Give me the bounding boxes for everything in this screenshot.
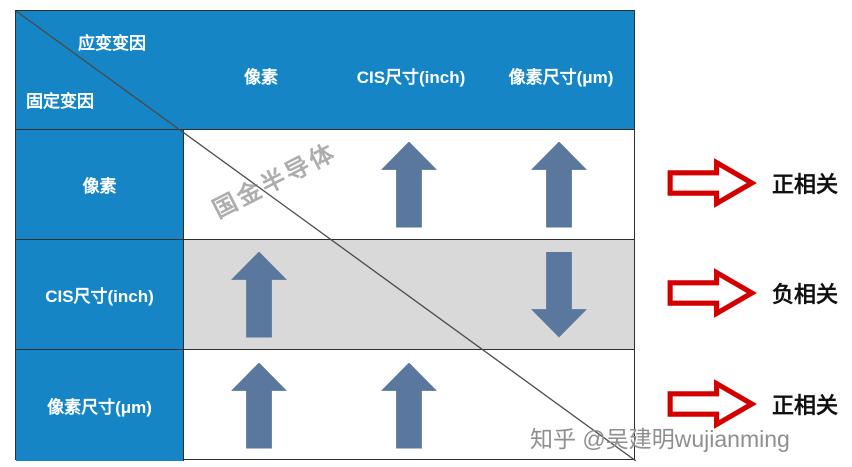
up-arrow-icon bbox=[531, 141, 587, 228]
author-credit-text: 知乎 @吴建明wujianming bbox=[530, 426, 790, 452]
up-arrow-icon bbox=[231, 251, 287, 338]
up-arrow-icon bbox=[381, 362, 437, 449]
right-arrow-icon bbox=[667, 268, 757, 318]
up-arrow-icon bbox=[381, 141, 437, 228]
matrix-cell bbox=[334, 350, 484, 461]
down-arrow-icon bbox=[531, 251, 587, 338]
legend-label: 负相关 bbox=[772, 282, 839, 307]
matrix-cell bbox=[184, 350, 334, 461]
matrix-cell bbox=[184, 240, 334, 349]
legend-label: 正相关 bbox=[772, 172, 839, 197]
table-header-row: 应变变因 固定变因 像素 CIS尺寸(inch) 像素尺寸(μm) bbox=[16, 11, 634, 129]
row-header-pixel-size: 像素尺寸(μm) bbox=[16, 350, 184, 461]
row-header-pixel: 像素 bbox=[16, 130, 184, 239]
legend-item-negative: 负相关 bbox=[663, 267, 838, 319]
right-arrow-icon bbox=[667, 379, 757, 429]
matrix-cell bbox=[484, 240, 634, 349]
up-arrow-icon bbox=[231, 362, 287, 449]
right-arrow-icon bbox=[667, 158, 757, 208]
corner-dependent-variable-label: 应变变因 bbox=[78, 34, 146, 53]
legend-item-positive-1: 正相关 bbox=[663, 157, 838, 209]
matrix-cell bbox=[334, 240, 484, 349]
matrix-band bbox=[184, 240, 634, 349]
column-header-pixel-size: 像素尺寸(μm) bbox=[508, 68, 614, 87]
corner-fixed-variable-label: 固定变因 bbox=[26, 92, 94, 111]
column-header-cis-size: CIS尺寸(inch) bbox=[356, 68, 466, 87]
legend-item-positive-2: 正相关 bbox=[663, 378, 838, 430]
row-header-cis-size: CIS尺寸(inch) bbox=[16, 240, 184, 349]
correlation-table: 应变变因 固定变因 像素 CIS尺寸(inch) 像素尺寸(μm) 像素 CIS… bbox=[15, 10, 636, 461]
table-row-cis-size: CIS尺寸(inch) bbox=[16, 239, 634, 349]
matrix-cell bbox=[334, 130, 484, 239]
column-header-pixel: 像素 bbox=[244, 68, 278, 87]
legend-label: 正相关 bbox=[772, 393, 839, 418]
matrix-cell bbox=[484, 130, 634, 239]
